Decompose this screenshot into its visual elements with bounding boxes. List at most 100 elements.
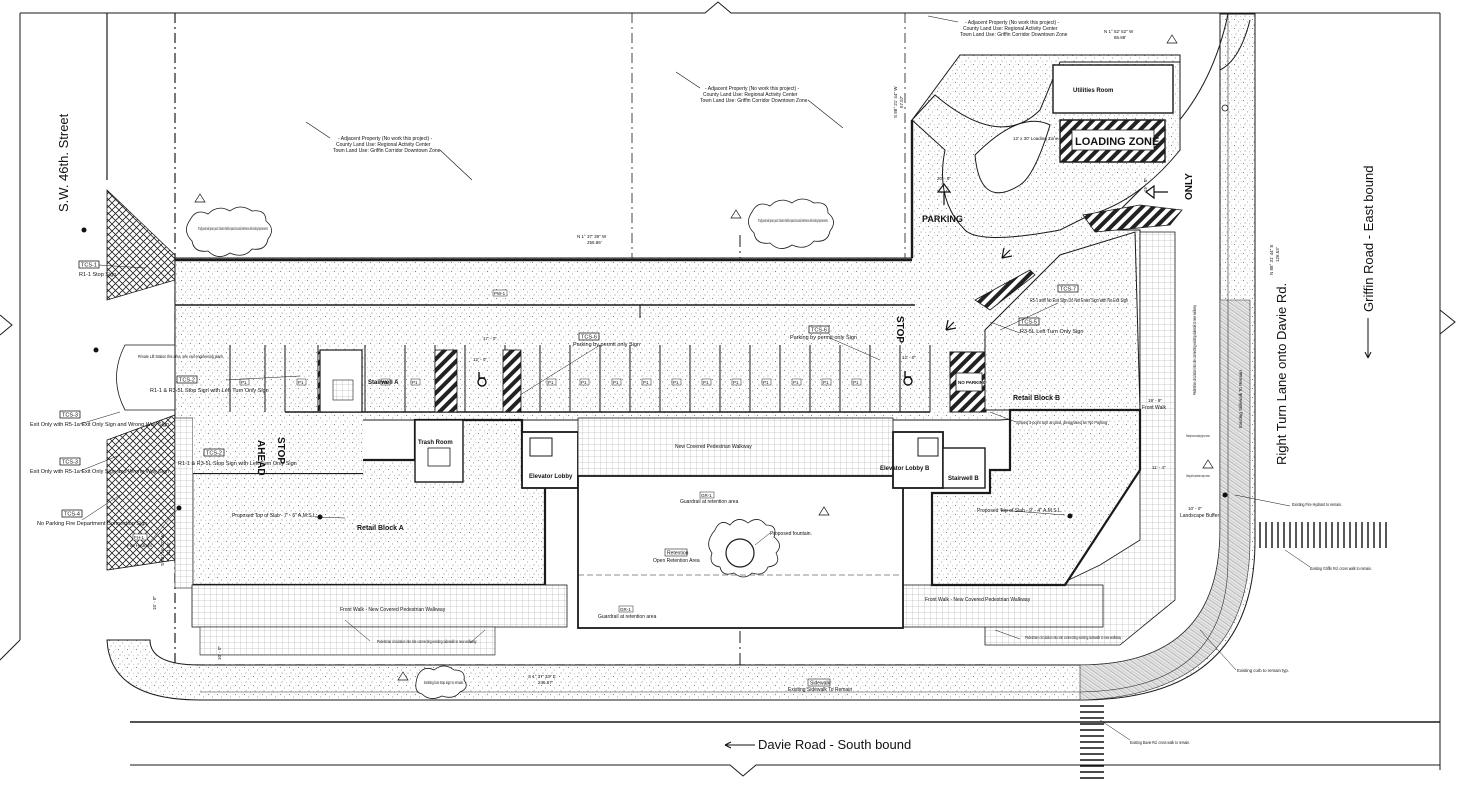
dim-ne-len: 86.88' (1114, 35, 1126, 40)
svg-text:R1-1 & R3-5L Stop Sign with Le: R1-1 & R3-5L Stop Sign with Left Turn On… (150, 388, 269, 394)
ped-circ-3: Pedestrian circulation into site connect… (1192, 305, 1197, 395)
svg-text:Town Land Use: Griffin Corrido: Town Land Use: Griffin Corridor Downtown… (700, 98, 808, 104)
street-label-turn-lane: Right Turn Lane onto Davie Rd. (1274, 283, 1289, 465)
striped-turn-note: Striped 3-point turn around, designated … (1016, 420, 1108, 425)
front-walk-b (902, 584, 1104, 628)
stall-label: P1 (581, 380, 587, 385)
stall-label: P1 (853, 380, 859, 385)
svg-text:TCS-6: TCS-6 (581, 335, 597, 341)
dim-south-len: 246.67' (538, 680, 553, 685)
no-parking-text: NO PARKING (958, 380, 987, 385)
stall-label: P1 (241, 380, 247, 385)
note-cloud-2-text: 8' high panel wall privacy wall. Columns… (758, 218, 828, 223)
ped-circ-1: Pedestrian circulation into site connect… (377, 639, 477, 644)
stair-treads (332, 379, 354, 401)
svg-text:TCS-3: TCS-3 (62, 460, 78, 466)
svg-text:TCS-2: TCS-2 (206, 451, 222, 457)
davie-crosswalk-note: Existing Davie Rd. cross walk to remain. (1130, 740, 1190, 745)
front-walk-a (191, 584, 568, 628)
svg-text:R1-1 Stop Sign: R1-1 Stop Sign (79, 272, 116, 278)
svg-text:TCS-1: TCS-1 (81, 263, 97, 269)
svg-text:TCS-5: TCS-5 (1021, 320, 1037, 326)
sign-tag: TCS-2 R1-1 & R3-5L Stop Sign with Left T… (150, 375, 269, 394)
accessible-parking-icon (903, 371, 913, 386)
fh-tag (132, 533, 148, 541)
trash-dumpster (427, 447, 451, 467)
gr-tag-text: GR-1 (701, 493, 712, 498)
note-cloud-1-text: 8' high panel wall privacy wall. Columns… (198, 226, 268, 231)
griffin-crosswalk (1259, 522, 1387, 548)
room-stairwell-a: Stairwell A (368, 380, 399, 386)
gr-tag (699, 491, 715, 499)
room-retail-b: Retail Block B (1013, 395, 1060, 402)
dim-b3: 10' - 0" (1188, 506, 1202, 511)
lift-station-note: Private Lift Station this area, see civi… (138, 354, 224, 359)
svg-text:Exit Only with R5-1a Exit Only: Exit Only with R5-1a Exit Only Sign and … (30, 469, 169, 475)
west-stop-pad (193, 418, 363, 473)
adjacent-note-ne: - Adjacent Property (No work this projec… (927, 15, 1068, 38)
curb-return (1219, 19, 1251, 71)
stall-label: P1 (382, 380, 388, 385)
dim-w1: 15' - 0" (152, 596, 157, 610)
svg-text:R5-1 with No Exit Sign Do Not: R5-1 with No Exit Sign Do Not Enter Sign… (1030, 298, 1128, 304)
sign-tag: TCS-5 R3-5L Left Turn Only Sign (1018, 317, 1083, 335)
stall-label: P1 (643, 380, 649, 385)
svg-text:Parking by permit only Sign: Parking by permit only Sign (790, 335, 857, 341)
accessible-aisle-hatch (502, 349, 522, 413)
svg-text:- Adjacent Property (No work t: - Adjacent Property (No work this projec… (338, 136, 433, 142)
svg-text:TCS-6: TCS-6 (811, 328, 827, 334)
svg-text:County Land Use: Regional Acti: County Land Use: Regional Activity Cente… (703, 92, 798, 98)
east-walkway-tile (984, 231, 1176, 646)
dim-b1: 19' - 9" (1148, 398, 1162, 403)
svg-text:R1-1 & R3-5L Stop Sign with Le: R1-1 & R3-5L Stop Sign with Left Turn On… (178, 461, 297, 467)
fountain (725, 538, 755, 568)
west-island-north (106, 189, 176, 301)
retention-tag-text: Retention (667, 551, 689, 557)
sign-tag: TCS-3 Exit Only with R5-1a Exit Only Sig… (30, 410, 169, 428)
dim-ne-line: N 1° 52' 52" W (1104, 29, 1134, 34)
dim-b2: 11' - 4" (1152, 465, 1166, 470)
retention-tag (664, 548, 688, 557)
gr-tag-text: GR-1 (620, 607, 631, 612)
sidewalk-tag-text: Sidewalk (810, 681, 831, 687)
only-marking: ONLY (1184, 173, 1195, 200)
svg-text:- Adjacent Property (No work t: - Adjacent Property (No work this projec… (965, 20, 1060, 26)
svg-text:Exit Only with R5-1a Exit Only: Exit Only with R5-1a Exit Only Sign and … (30, 422, 169, 428)
dim-n2: 20' - 0" (937, 176, 951, 181)
dim-drive-w: 12' - 0" (902, 355, 916, 360)
gr-tag (618, 605, 634, 613)
slab-b-label: Proposed Top of Slab - 9' - 4" A.M.S.L. (977, 508, 1062, 514)
traffic-island-hatch (974, 269, 1036, 311)
svg-text:Town Land Use: Griffin Corrido: Town Land Use: Griffin Corridor Downtown… (333, 148, 441, 154)
stall-label: P1 (673, 380, 679, 385)
stall-labels: P1 P1 P1 P1 P1 P1 P1 P1 P1 P1 P1 P1 P1 P… (239, 378, 862, 386)
revision-triangle-icon (194, 34, 1214, 681)
fire-hydrant-note: Fire Hydrant (127, 543, 153, 548)
covered-walkway (577, 417, 894, 477)
fountain-label: Proposed fountain. (770, 531, 812, 537)
dim-mid-line: S 88° 21' 44" W (893, 86, 898, 118)
traffic-island-hatch (1082, 204, 1183, 233)
direction-arrow (936, 183, 1168, 331)
fountain-cloud (708, 519, 780, 578)
dim-w2: 10' - 0" (217, 646, 222, 660)
loading-zone-label-box (1071, 129, 1155, 151)
fh-tag-text: FH-1 (134, 535, 144, 540)
room-retail-a: Retail Block A (357, 525, 404, 532)
accessible-aisle-hatch (434, 349, 458, 413)
lift-station-pad (116, 344, 176, 411)
sign-tag: TCS-6 Parking by permit only Sign (573, 332, 640, 348)
elevator-b-shaft (917, 437, 939, 457)
sign-post-icon (81, 104, 1229, 520)
bus-stop-text: Existing bus stop sign to remain. (424, 680, 464, 685)
stop-marking-west: STOP (275, 437, 286, 464)
room-utilities: Utilities Room (1073, 88, 1113, 94)
east-curb (200, 14, 1229, 693)
stall-label: P1 (548, 380, 554, 385)
sign-tag: TCS-3 Exit Only with R5-1a Exit Only Sig… (30, 457, 169, 475)
ahead-marking: AHEAD (255, 440, 266, 476)
stop-marking: STOP (894, 316, 905, 343)
dim-n1: 15' - 0" (1143, 178, 1148, 192)
svg-text:County Land Use: Regional Acti: County Land Use: Regional Activity Cente… (963, 26, 1058, 32)
slab-a-label: Proposed Top of Slab - 7' - 6" A.M.S.L. (232, 513, 317, 519)
